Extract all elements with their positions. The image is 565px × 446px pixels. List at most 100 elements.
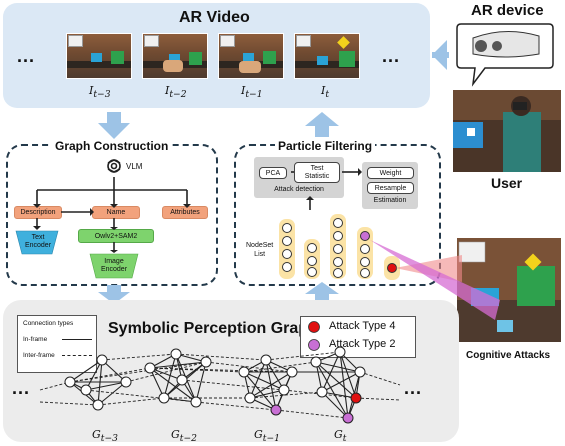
inter-frame-edge [97,397,165,406]
spg-ellipsis-right: ... [404,378,423,398]
in-frame-edge [97,381,127,406]
in-frame-edge [315,361,357,399]
attack-legend-markers [308,321,320,351]
pca-box: PCA [259,167,287,179]
in-frame-edge [339,351,349,419]
graph-node [144,362,156,374]
graph-node [278,384,290,396]
in-frame-edge [163,353,177,399]
frame-label-t-1: It−1 [241,84,263,101]
inter-frame-edge [125,361,207,383]
graph-node [80,384,92,396]
inter-frame-edge [181,379,285,391]
in-frame-edge [321,351,341,393]
graph-node [96,354,108,366]
in-frame-edge [195,361,207,403]
graph-node [158,392,170,404]
in-frame-edge [85,381,127,391]
ar-device-title: AR device [471,2,544,19]
video-frame-t-3 [66,33,132,79]
graph-node [310,356,322,368]
graph-node [92,399,104,411]
frame-label-t: It [321,84,330,101]
video-frame-t [294,33,360,79]
in-frame-edge [97,359,103,406]
ellipsis-right: ... [382,46,401,66]
spg-ellipsis-left: ... [12,378,31,398]
inter-frame-edge [101,353,177,361]
particle-filtering-title: Particle Filtering [275,139,376,153]
video-frame-t-1 [218,33,284,79]
in-frame-edge [249,371,293,399]
inter-frame-edge [195,401,277,411]
inter-frame-edge [69,367,151,383]
particle-filtering-shapes [279,168,400,280]
attack-type-4-label: Attack Type 4 [329,320,396,332]
inter-frame-edge [205,361,293,373]
graph-label-t-2: Gt−2 [171,428,197,445]
inter-frame-edge [275,409,349,419]
attack-detection-label: Attack detection [274,186,324,193]
frame-label-t-3: It−3 [89,84,111,101]
ellipsis-left: ... [17,46,36,66]
graph-label-t-1: Gt−1 [254,428,280,445]
inter-frame-edge [355,397,401,401]
graph-construction-title: Graph Construction [52,139,172,153]
graph-node [244,392,256,404]
graph-node [286,366,298,378]
in-frame-edge [321,391,349,419]
connection-types-legend: Connection types In-frame Inter-frame [17,315,97,373]
inter-frame-edge [175,353,267,361]
in-frame-edge [149,367,197,403]
graph-label-t-3: Gt−3 [92,428,118,445]
graph-node [270,404,282,416]
in-frame-edge [315,361,361,373]
in-frame-edge [321,371,361,393]
graph-node [316,386,328,398]
in-frame-edge [265,359,285,391]
vlm-label: VLM [126,162,143,171]
inter-frame-edge [39,401,99,406]
graph-node [334,346,346,358]
inter-frame-edge [359,371,401,386]
graph-node [260,354,272,366]
graph-node [170,348,182,360]
in-frame-edge [249,389,285,399]
in-frame-edge [315,361,349,419]
estimation-label: Estimation [373,197,407,204]
owlv2-sam2-box: Owlv2+SAM2 [78,229,154,243]
graph-node [120,376,132,388]
in-frame-edge [339,351,357,399]
attack-type-legend [300,316,416,358]
graph-node [176,374,188,386]
in-frame-edge [149,367,183,381]
in-frame-edge [243,371,285,391]
in-frame-edge [69,359,103,383]
user-photo [453,90,561,172]
headset-icon [456,23,554,87]
cognitive-attacks-label: Cognitive Attacks [466,350,551,361]
graph-node [190,396,202,408]
user-label: User [491,175,523,191]
graph-label-t: Gt [334,428,347,445]
inter-frame-edge [149,367,293,373]
video-frame-t-2 [142,33,208,79]
inter-frame-edge [265,351,341,361]
in-frame-edge [321,391,357,399]
in-frame-edge [85,359,103,391]
graph-node [354,366,366,378]
resample-box: Resample [367,182,414,194]
graph-construction-shapes [15,177,191,279]
attributes-box: Attributes [162,206,208,219]
graph-node [64,376,76,388]
in-frame-edge [243,371,277,411]
attack-type-2-label: Attack Type 2 [329,338,396,350]
in-frame-edge [149,367,165,399]
graph-node [200,356,212,368]
graph-node [350,392,362,404]
